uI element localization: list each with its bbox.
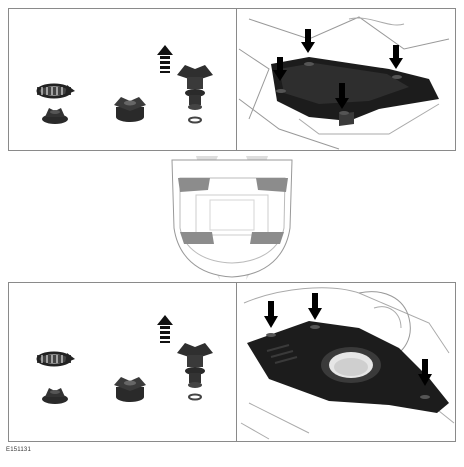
upper-step-drawing [36, 16, 450, 150]
fastener-base-icon [42, 388, 68, 404]
rear-cover-location-left [180, 232, 214, 244]
pointer-arrow-icon [418, 359, 432, 386]
upper-step-panel [8, 8, 456, 151]
undershield-illustration [240, 287, 455, 440]
fastener-assembled-icon [114, 97, 146, 122]
pointer-arrows-upper [273, 29, 403, 109]
front-cover-location-right [256, 178, 288, 192]
fastener-base-icon [42, 108, 68, 124]
lift-arrow-icon [157, 45, 173, 73]
lower-step-drawing [36, 287, 455, 440]
lower-step-panel [8, 282, 456, 442]
rear-cover-location-right [250, 232, 284, 244]
fastener-assembled-icon [114, 377, 146, 402]
front-cover-location-left [178, 178, 210, 192]
rotate-arrow-icon [36, 351, 75, 367]
pointer-arrow-icon [264, 301, 278, 328]
fastener-exploded-icon [177, 65, 213, 124]
engine-cover-illustration [238, 16, 450, 150]
lower-panel-divider [236, 283, 237, 441]
pointer-arrow-icon [273, 57, 287, 81]
lift-arrow-icon [157, 315, 173, 343]
pointer-arrows-lower [264, 293, 432, 386]
figure-code: E151131 [6, 447, 31, 453]
pointer-arrow-icon [335, 83, 349, 109]
upper-panel-divider [236, 9, 237, 150]
fastener-exploded-icon [177, 343, 213, 401]
rotate-arrow-icon [36, 83, 75, 99]
pointer-arrow-icon [301, 29, 315, 53]
pointer-arrow-icon [389, 45, 403, 69]
pointer-arrow-icon [308, 293, 322, 320]
